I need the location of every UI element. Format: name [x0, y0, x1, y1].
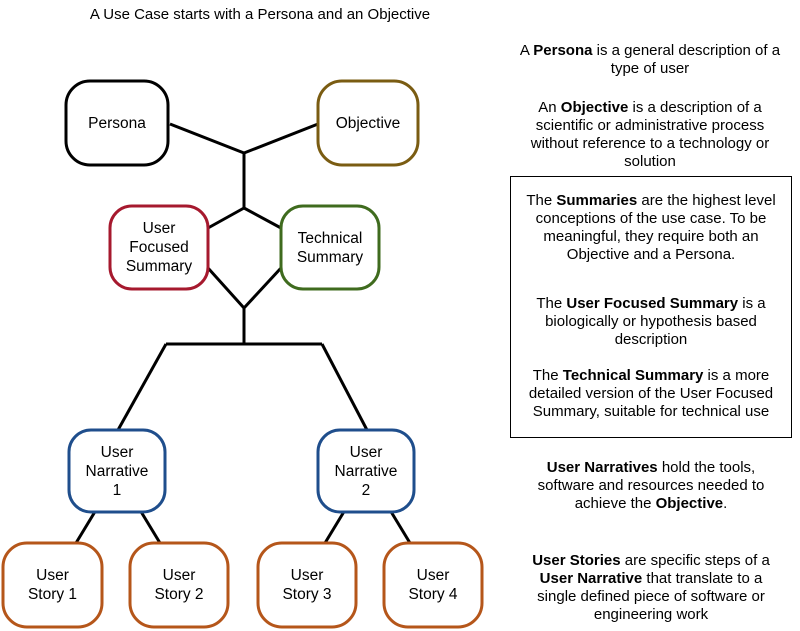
technical-summary-label: Technical Summary: [296, 229, 364, 266]
diagram-title: A Use Case starts with a Persona and an …: [89, 6, 431, 23]
persona-node: [64, 79, 170, 167]
user-narrative-2-label: User Narrative 2: [334, 443, 398, 499]
technical-note: The Technical Summary is a more detailed…: [528, 367, 774, 420]
connector-n2-story-4: [388, 509, 412, 544]
user-story-3-node: [256, 541, 358, 629]
user-story-3-label: User Story 3: [282, 567, 332, 603]
summaries-note: The Summaries are the highest level conc…: [526, 192, 776, 263]
user-story-4-node: [382, 541, 484, 629]
connector-objective: [243, 122, 319, 155]
stories-note: User Stories are specific steps of a Use…: [532, 552, 770, 623]
user-focused-summary-label: User Focused Summary: [125, 220, 193, 275]
connector-from-user-focused: [206, 266, 246, 310]
user-narrative-2-node: [316, 428, 416, 514]
connector-to-narrative-2: [320, 343, 369, 431]
user-focused-note: The User Focused Summary is a biological…: [536, 295, 766, 348]
technical-summary-node: [279, 204, 381, 291]
user-narrative-1-label: User Narrative 1: [85, 443, 149, 499]
persona-label: Persona: [88, 114, 146, 132]
connector-from-technical: [242, 266, 283, 310]
connector-persona: [169, 122, 245, 155]
connector-to-user-focused: [207, 206, 245, 230]
user-story-2-label: User Story 2: [154, 567, 204, 603]
objective-note: An Objective is a description of a scien…: [530, 99, 770, 170]
connector-n1-story-2: [138, 509, 162, 544]
persona-note: A Persona is a general description of a …: [519, 42, 781, 77]
connectors: [74, 122, 412, 544]
user-focused-summary-node: [108, 204, 210, 291]
user-narrative-1-node: [67, 428, 167, 514]
connector-to-technical: [243, 206, 282, 230]
objective-node: [316, 79, 420, 167]
user-story-2-node: [128, 541, 230, 629]
connector-n1-story-1: [74, 509, 98, 544]
user-story-1-node: [1, 541, 104, 629]
summaries-box: [510, 176, 792, 438]
user-story-1-label: User Story 1: [27, 567, 78, 603]
narratives-note: User Narratives hold the tools, software…: [537, 459, 765, 512]
connector-to-narrative-1: [116, 343, 168, 431]
connector-n2-story-3: [323, 509, 347, 544]
user-story-4-label: User Story 4: [408, 567, 458, 603]
objective-label: Objective: [335, 114, 401, 132]
